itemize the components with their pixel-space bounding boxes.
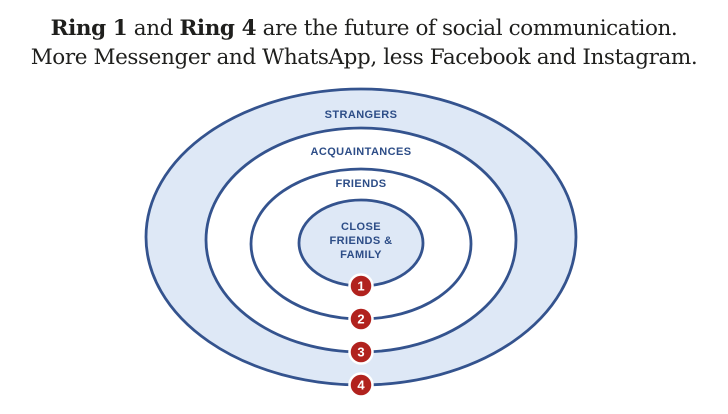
ring-badge-1-number: 1 (357, 279, 364, 294)
ring-label-close-line1: CLOSE (341, 221, 381, 233)
ring-label-friends: FRIENDS (335, 178, 386, 190)
ring-badge-4: 4 (348, 372, 374, 398)
ring-label-close-line3: FAMILY (340, 249, 382, 261)
ring-badge-1-circle (348, 273, 374, 299)
ring-label-close-line2: FRIENDS & (330, 235, 393, 247)
ring-label-acquaintances: ACQUAINTANCES (311, 146, 412, 158)
headline: Ring 1 and Ring 4 are the future of soci… (0, 0, 728, 72)
ring-badge-2: 2 (348, 306, 374, 332)
ring-badge-3-number: 3 (357, 345, 364, 360)
ring-badge-3: 3 (348, 339, 374, 365)
ring-badge-2-circle (348, 306, 374, 332)
headline-line-1: Ring 1 and Ring 4 are the future of soci… (0, 14, 728, 43)
ring-label-strangers: STRANGERS (325, 109, 398, 121)
ring-badge-2-number: 2 (357, 312, 364, 327)
headline-ring1: Ring 1 (50, 16, 128, 41)
ring-badge-4-circle (348, 372, 374, 398)
ring-badge-4-number: 4 (357, 378, 365, 393)
ring-badge-3-circle (348, 339, 374, 365)
headline-mid-text: and (127, 16, 180, 41)
ring-badge-1: 1 (348, 273, 374, 299)
headline-line-2: More Messenger and WhatsApp, less Facebo… (30, 45, 698, 70)
headline-ring4: Ring 4 (179, 16, 257, 41)
headline-rest-text: are the future of social communication. (256, 16, 678, 41)
